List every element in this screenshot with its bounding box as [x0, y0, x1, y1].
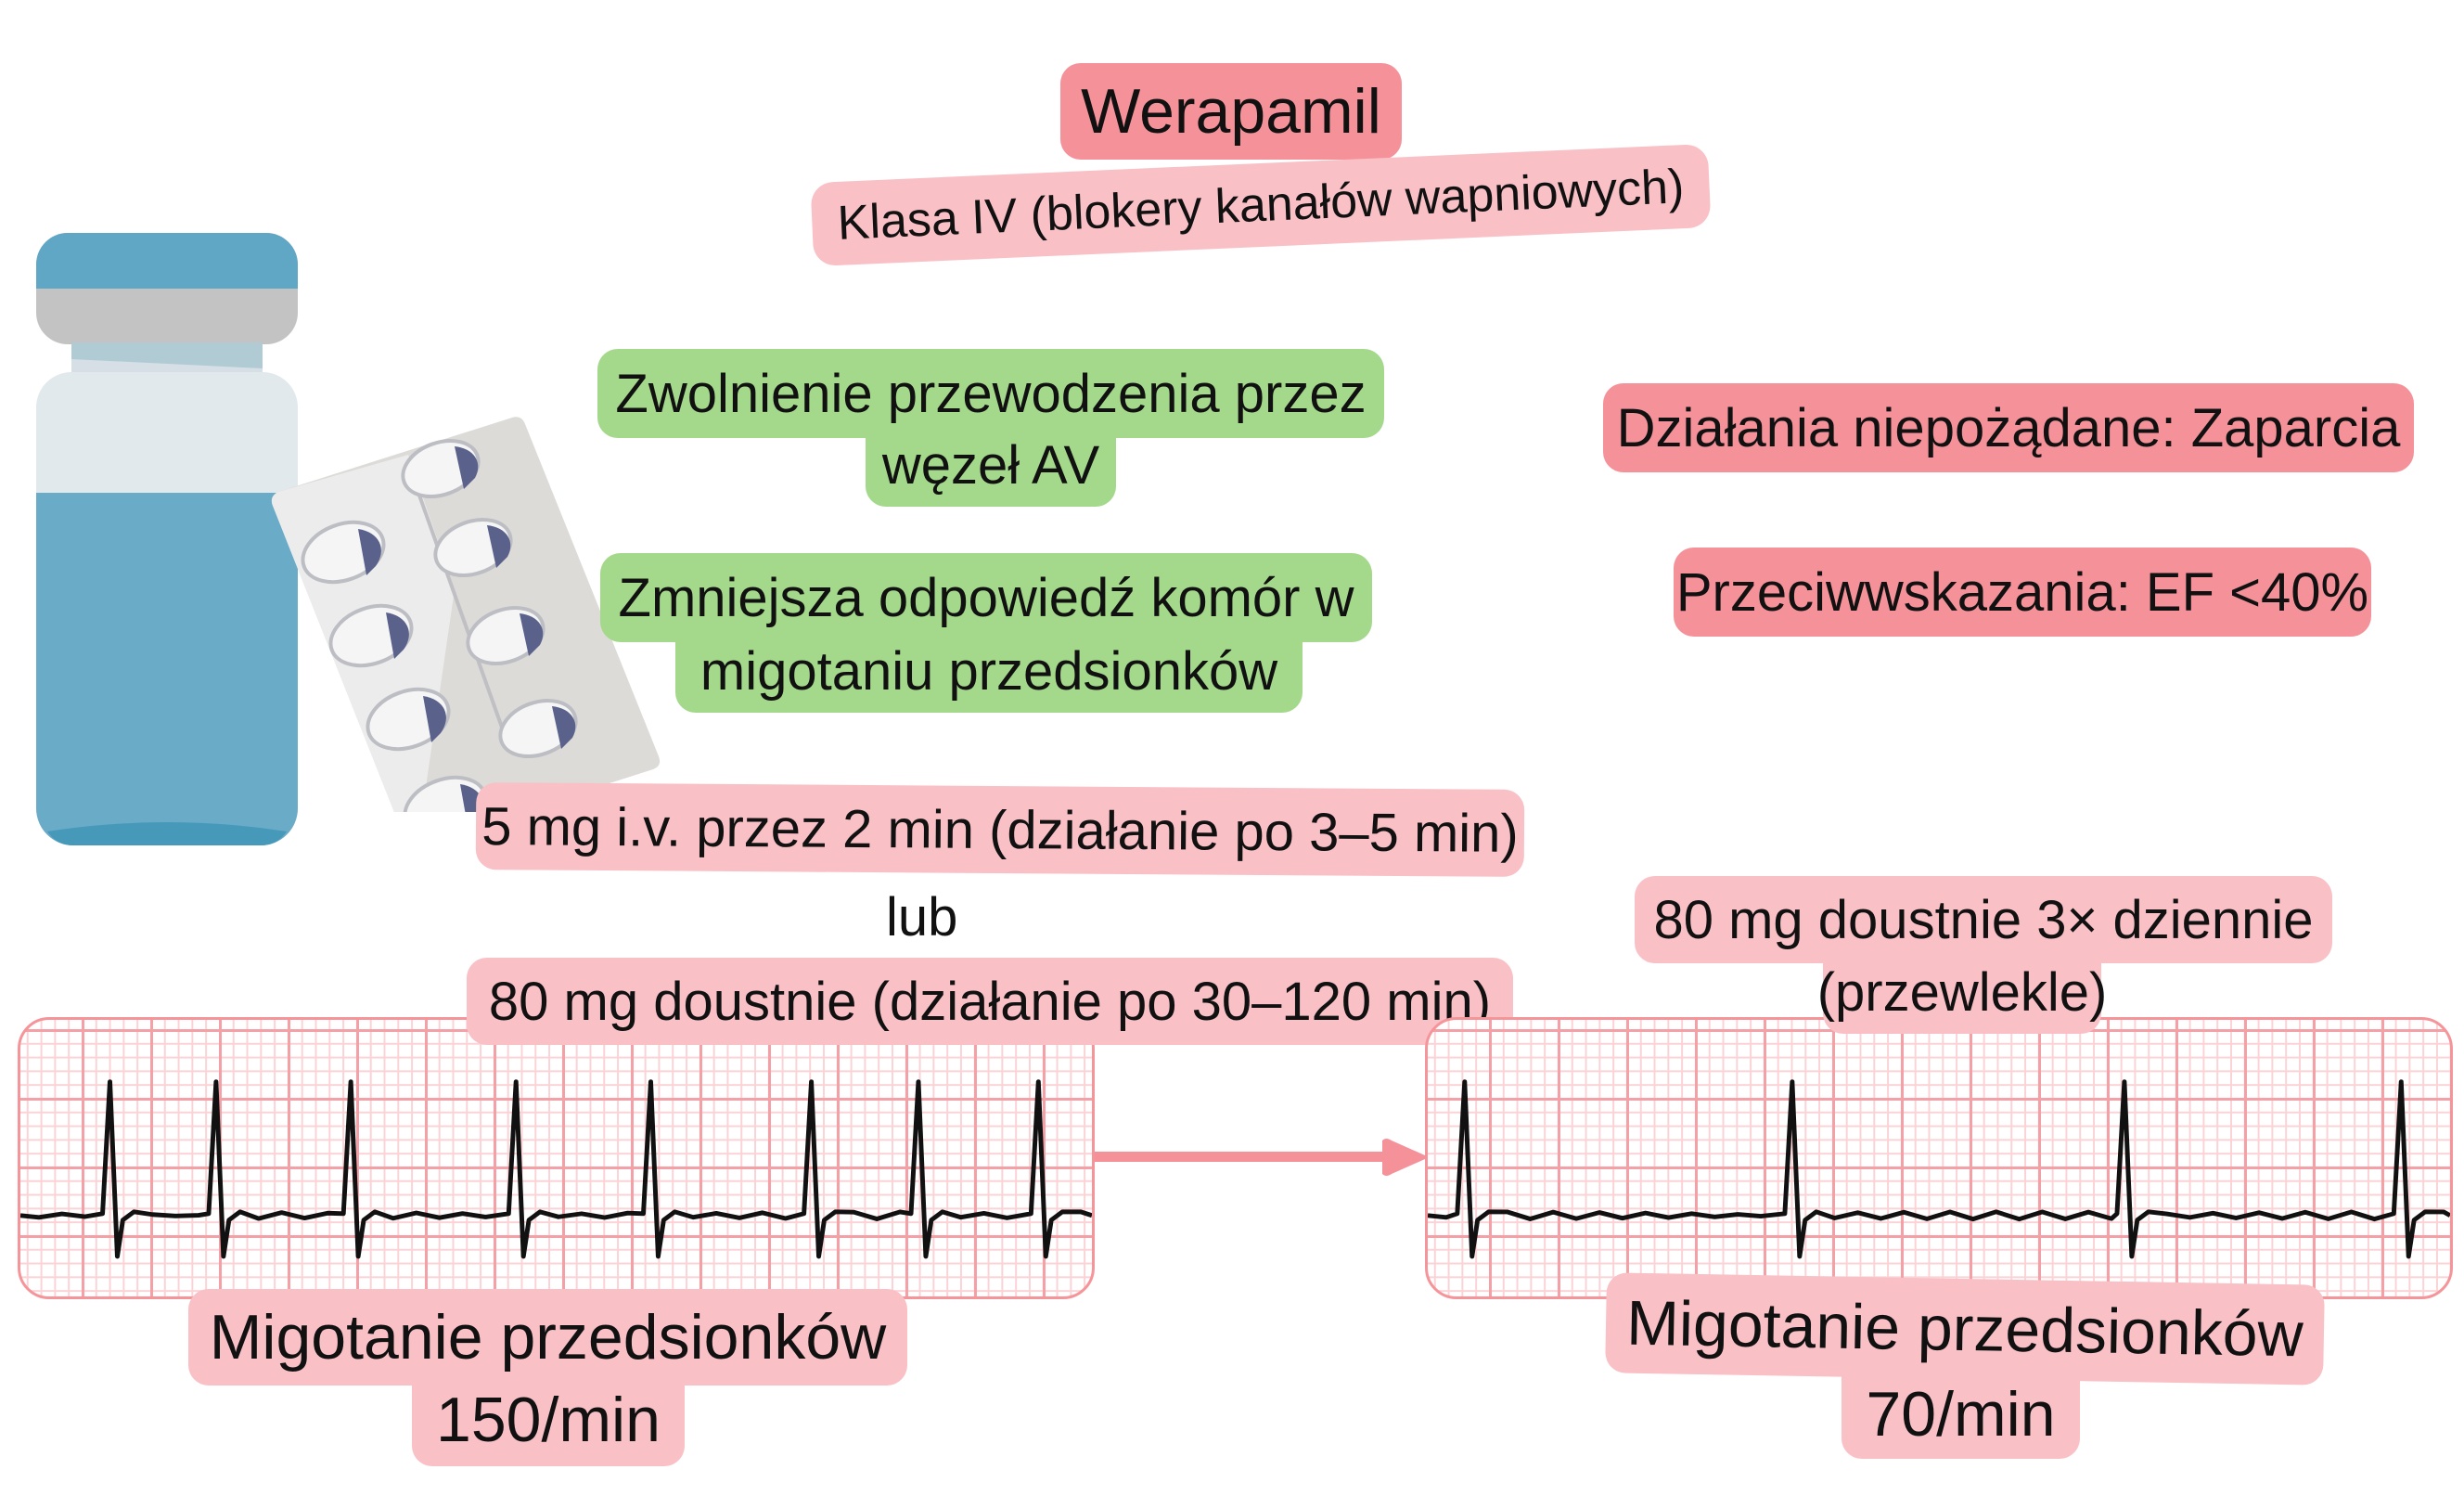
mechanism-1-line2: węzeł AV	[866, 423, 1116, 507]
drug-class-label: Klasa IV (blokery kanałów wapniowych)	[810, 143, 1712, 267]
dose-oral-text: 80 mg doustnie (działanie po 30–120 min)	[488, 971, 1492, 1032]
mechanism-2-line2: migotaniu przedsionków	[675, 629, 1303, 713]
drug-title: Werapamil	[1060, 63, 1402, 160]
mechanism-1-text-1: Zwolnienie przewodzenia przez	[615, 363, 1367, 424]
dose-chronic-line2: (przewlekle)	[1817, 950, 2107, 1034]
ecg-after-label-line1: Migotanie przedsionków	[1605, 1272, 2325, 1386]
drug-class-text: Klasa IV (blokery kanałów wapniowych)	[836, 160, 1686, 251]
dose-chronic-line1: 80 mg doustnie 3× dziennie	[1635, 876, 2332, 963]
ecg-before-label-line2: 150/min	[412, 1373, 685, 1466]
mechanism-2-text-2: migotaniu przedsionków	[699, 640, 1278, 702]
ecg-after-label-text-1: Migotanie przedsionków	[1625, 1287, 2304, 1371]
side-effects-label: Działania niepożądane: Zaparcia	[1603, 383, 2414, 472]
contraindications-label: Przeciwwskazania: EF <40%	[1674, 548, 2371, 637]
ecg-before-label-text-1: Migotanie przedsionków	[209, 1302, 887, 1373]
mechanism-2-text-1: Zmniejsza odpowiedź komór w	[618, 567, 1354, 628]
contraindications-text: Przeciwwskazania: EF <40%	[1675, 561, 2369, 623]
dose-oral-label: 80 mg doustnie (działanie po 30–120 min)	[467, 958, 1513, 1045]
side-effects-text: Działania niepożądane: Zaparcia	[1616, 397, 2401, 458]
ecg-trace-after	[1428, 1079, 2450, 1259]
dose-separator: lub	[886, 887, 958, 947]
ecg-strip-before	[18, 1017, 1095, 1299]
ecg-trace-before	[20, 1079, 1092, 1259]
dose-chronic-text-2: (przewlekle)	[1816, 961, 2108, 1023]
mechanism-1-text-2: węzeł AV	[881, 434, 1100, 496]
ecg-before-label-line1: Migotanie przedsionków	[188, 1289, 907, 1386]
ecg-after-rate: 70/min	[1866, 1379, 2056, 1450]
mechanism-1-line1: Zwolnienie przewodzenia przez	[597, 349, 1384, 438]
vial-icon	[36, 233, 298, 845]
dose-iv-label: 5 mg i.v. przez 2 min (działanie po 3–5 …	[475, 782, 1525, 877]
drug-title-text: Werapamil	[1081, 76, 1381, 147]
dose-iv-text: 5 mg i.v. przez 2 min (działanie po 3–5 …	[481, 795, 1519, 864]
ecg-strip-after	[1425, 1017, 2453, 1299]
dose-chronic-text-1: 80 mg doustnie 3× dziennie	[1653, 889, 2314, 950]
ecg-before-rate: 150/min	[436, 1385, 661, 1455]
arrow-right-icon	[1095, 1139, 1427, 1176]
ecg-after-label-line2: 70/min	[1842, 1370, 2080, 1459]
mechanism-2-line1: Zmniejsza odpowiedź komór w	[600, 553, 1372, 642]
blister-pack-icon	[271, 417, 661, 812]
